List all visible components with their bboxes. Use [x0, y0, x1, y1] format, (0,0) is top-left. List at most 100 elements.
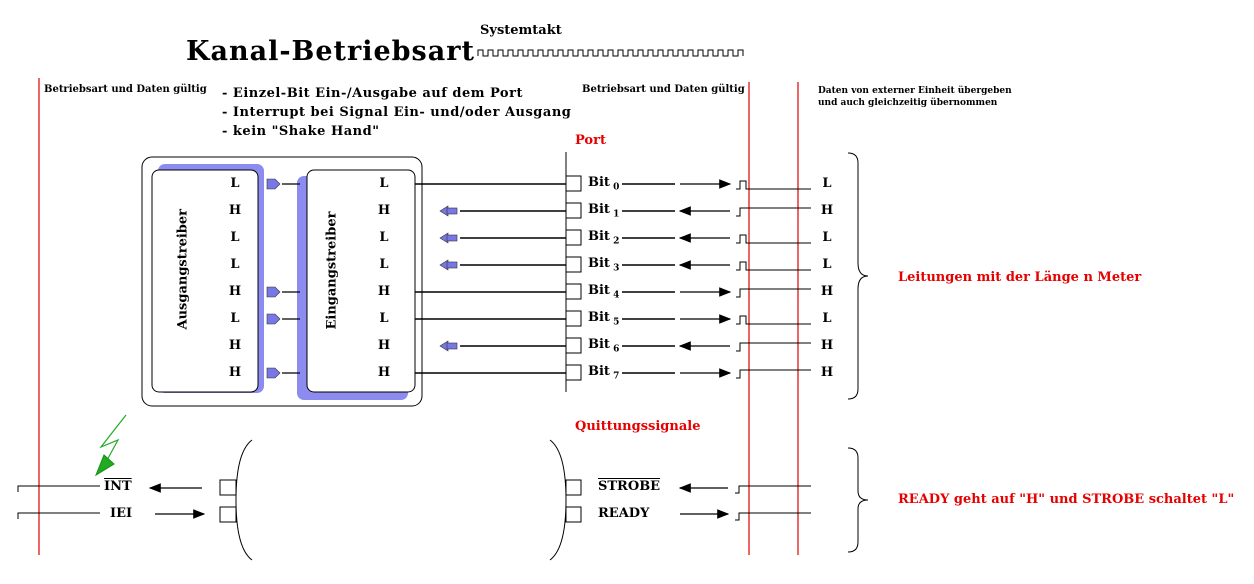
- port-label: Port: [575, 133, 606, 148]
- output-level-0: L: [230, 176, 240, 191]
- bit-pin-3: [565, 256, 582, 273]
- feature-item: - Interrupt bei Signal Ein- und/oder Aus…: [222, 105, 572, 120]
- output-driver-label: Ausgangstreiber: [175, 208, 191, 330]
- system-clock-waveform: [477, 49, 744, 57]
- output-level-6: H: [228, 338, 242, 353]
- bits-bracket: [847, 152, 869, 400]
- input-level-4: H: [377, 284, 391, 299]
- external-signal-5: [736, 315, 811, 325]
- handshake-paren-left: [235, 439, 253, 561]
- external-signal-0: [736, 180, 811, 190]
- bit-index: 3: [609, 263, 620, 274]
- output-arrow-icon-4: [266, 286, 281, 298]
- input-level-6: H: [377, 338, 391, 353]
- external-level-3: L: [822, 257, 832, 272]
- feature-list: - Einzel-Bit Ein-/Ausgabe auf dem Port -…: [222, 84, 571, 141]
- input-level-7: H: [377, 365, 391, 380]
- bit-text: Bit: [588, 337, 610, 352]
- output-level-1: H: [228, 203, 242, 218]
- output-arrow-icon-0: [266, 178, 281, 190]
- output-arrow-icon-7: [266, 367, 281, 379]
- bit-text: Bit: [588, 229, 610, 244]
- ready-pin: [565, 506, 582, 523]
- external-signal-4: [736, 288, 811, 298]
- external-signal-6: [736, 342, 811, 352]
- input-level-3: L: [379, 257, 389, 272]
- output-level-5: L: [230, 311, 240, 326]
- lines-note: Leitungen mit der Länge n Meter: [898, 270, 1142, 285]
- input-level-5: L: [379, 311, 389, 326]
- strobe-signal: [735, 485, 811, 494]
- bit-index: 5: [609, 317, 620, 328]
- output-level-3: L: [230, 257, 240, 272]
- output-level-2: L: [230, 230, 240, 245]
- bit-pin-0: [565, 175, 582, 192]
- input-arrow-stem-1: [446, 207, 458, 215]
- int-signal-left: [17, 485, 100, 492]
- right-header-line1: Daten von externer Einheit übergeben: [818, 86, 1012, 96]
- bit-index: 0: [609, 182, 620, 193]
- handshake-label: Quittungssignale: [575, 419, 701, 434]
- bit-text: Bit: [588, 364, 610, 379]
- input-driver-label: Eingangstreiber: [324, 211, 340, 330]
- clock-label: Systemtakt: [480, 23, 562, 38]
- input-arrow-stem-3: [446, 261, 458, 269]
- mid-timing-header: Betriebsart und Daten gültig: [582, 84, 745, 95]
- handshake-paren-right: [549, 439, 567, 561]
- int-label: INT: [104, 479, 132, 494]
- bit-label-5: Bit 5: [588, 310, 619, 328]
- handshake-bracket: [847, 447, 869, 553]
- interrupt-arrowhead: [94, 454, 115, 477]
- bit-label-6: Bit 6: [588, 337, 619, 355]
- bit-index: 7: [609, 371, 620, 382]
- bit-text: Bit: [588, 310, 610, 325]
- right-header-line2: und auch gleichzeitig übernommen: [818, 98, 998, 108]
- bit-label-2: Bit 2: [588, 229, 619, 247]
- bit-index: 1: [609, 209, 620, 220]
- bit-text: Bit: [588, 175, 610, 190]
- feature-item: - Einzel-Bit Ein-/Ausgabe auf dem Port: [222, 86, 523, 101]
- input-driver-box: [306, 169, 416, 393]
- iei-signal-left: [17, 512, 100, 519]
- bit-text: Bit: [588, 256, 610, 271]
- feature-item: - kein "Shake Hand": [222, 124, 380, 139]
- bit-label-7: Bit 7: [588, 364, 619, 382]
- bit-pin-2: [565, 229, 582, 246]
- external-level-7: H: [820, 365, 834, 380]
- interrupt-lightning-icon: [99, 414, 127, 463]
- bit-index: 2: [609, 236, 620, 247]
- page-title: Kanal-Betriebsart: [186, 36, 475, 67]
- external-level-1: H: [820, 203, 834, 218]
- strobe-label: STROBE: [598, 479, 661, 494]
- external-signal-2: [736, 234, 811, 244]
- bit-pin-6: [565, 337, 582, 354]
- port-chip-outline: [141, 156, 423, 407]
- output-driver-box: [151, 169, 259, 393]
- bit-label-4: Bit 4: [588, 283, 619, 301]
- external-level-4: H: [820, 284, 834, 299]
- bit-text: Bit: [588, 283, 610, 298]
- bit-pin-7: [565, 364, 582, 381]
- input-arrow-stem-6: [446, 342, 458, 350]
- input-arrow-stem-2: [446, 234, 458, 242]
- bit-label-3: Bit 3: [588, 256, 619, 274]
- int-pin: [219, 479, 237, 496]
- bit-label-1: Bit 1: [588, 202, 619, 220]
- bit-index: 4: [609, 290, 620, 301]
- input-level-0: L: [379, 176, 389, 191]
- output-level-7: H: [228, 365, 242, 380]
- bit-pin-1: [565, 202, 582, 219]
- external-level-6: H: [820, 338, 834, 353]
- bit-pin-5: [565, 310, 582, 327]
- left-timing-header: Betriebsart und Daten gültig: [44, 84, 207, 95]
- iei-label: IEI: [110, 506, 133, 521]
- bit-index: 6: [609, 344, 620, 355]
- output-arrow-icon-5: [266, 313, 281, 325]
- external-signal-3: [736, 261, 811, 271]
- ready-signal: [735, 512, 811, 521]
- external-level-2: L: [822, 230, 832, 245]
- bit-label-0: Bit 0: [588, 175, 619, 193]
- input-level-1: H: [377, 203, 391, 218]
